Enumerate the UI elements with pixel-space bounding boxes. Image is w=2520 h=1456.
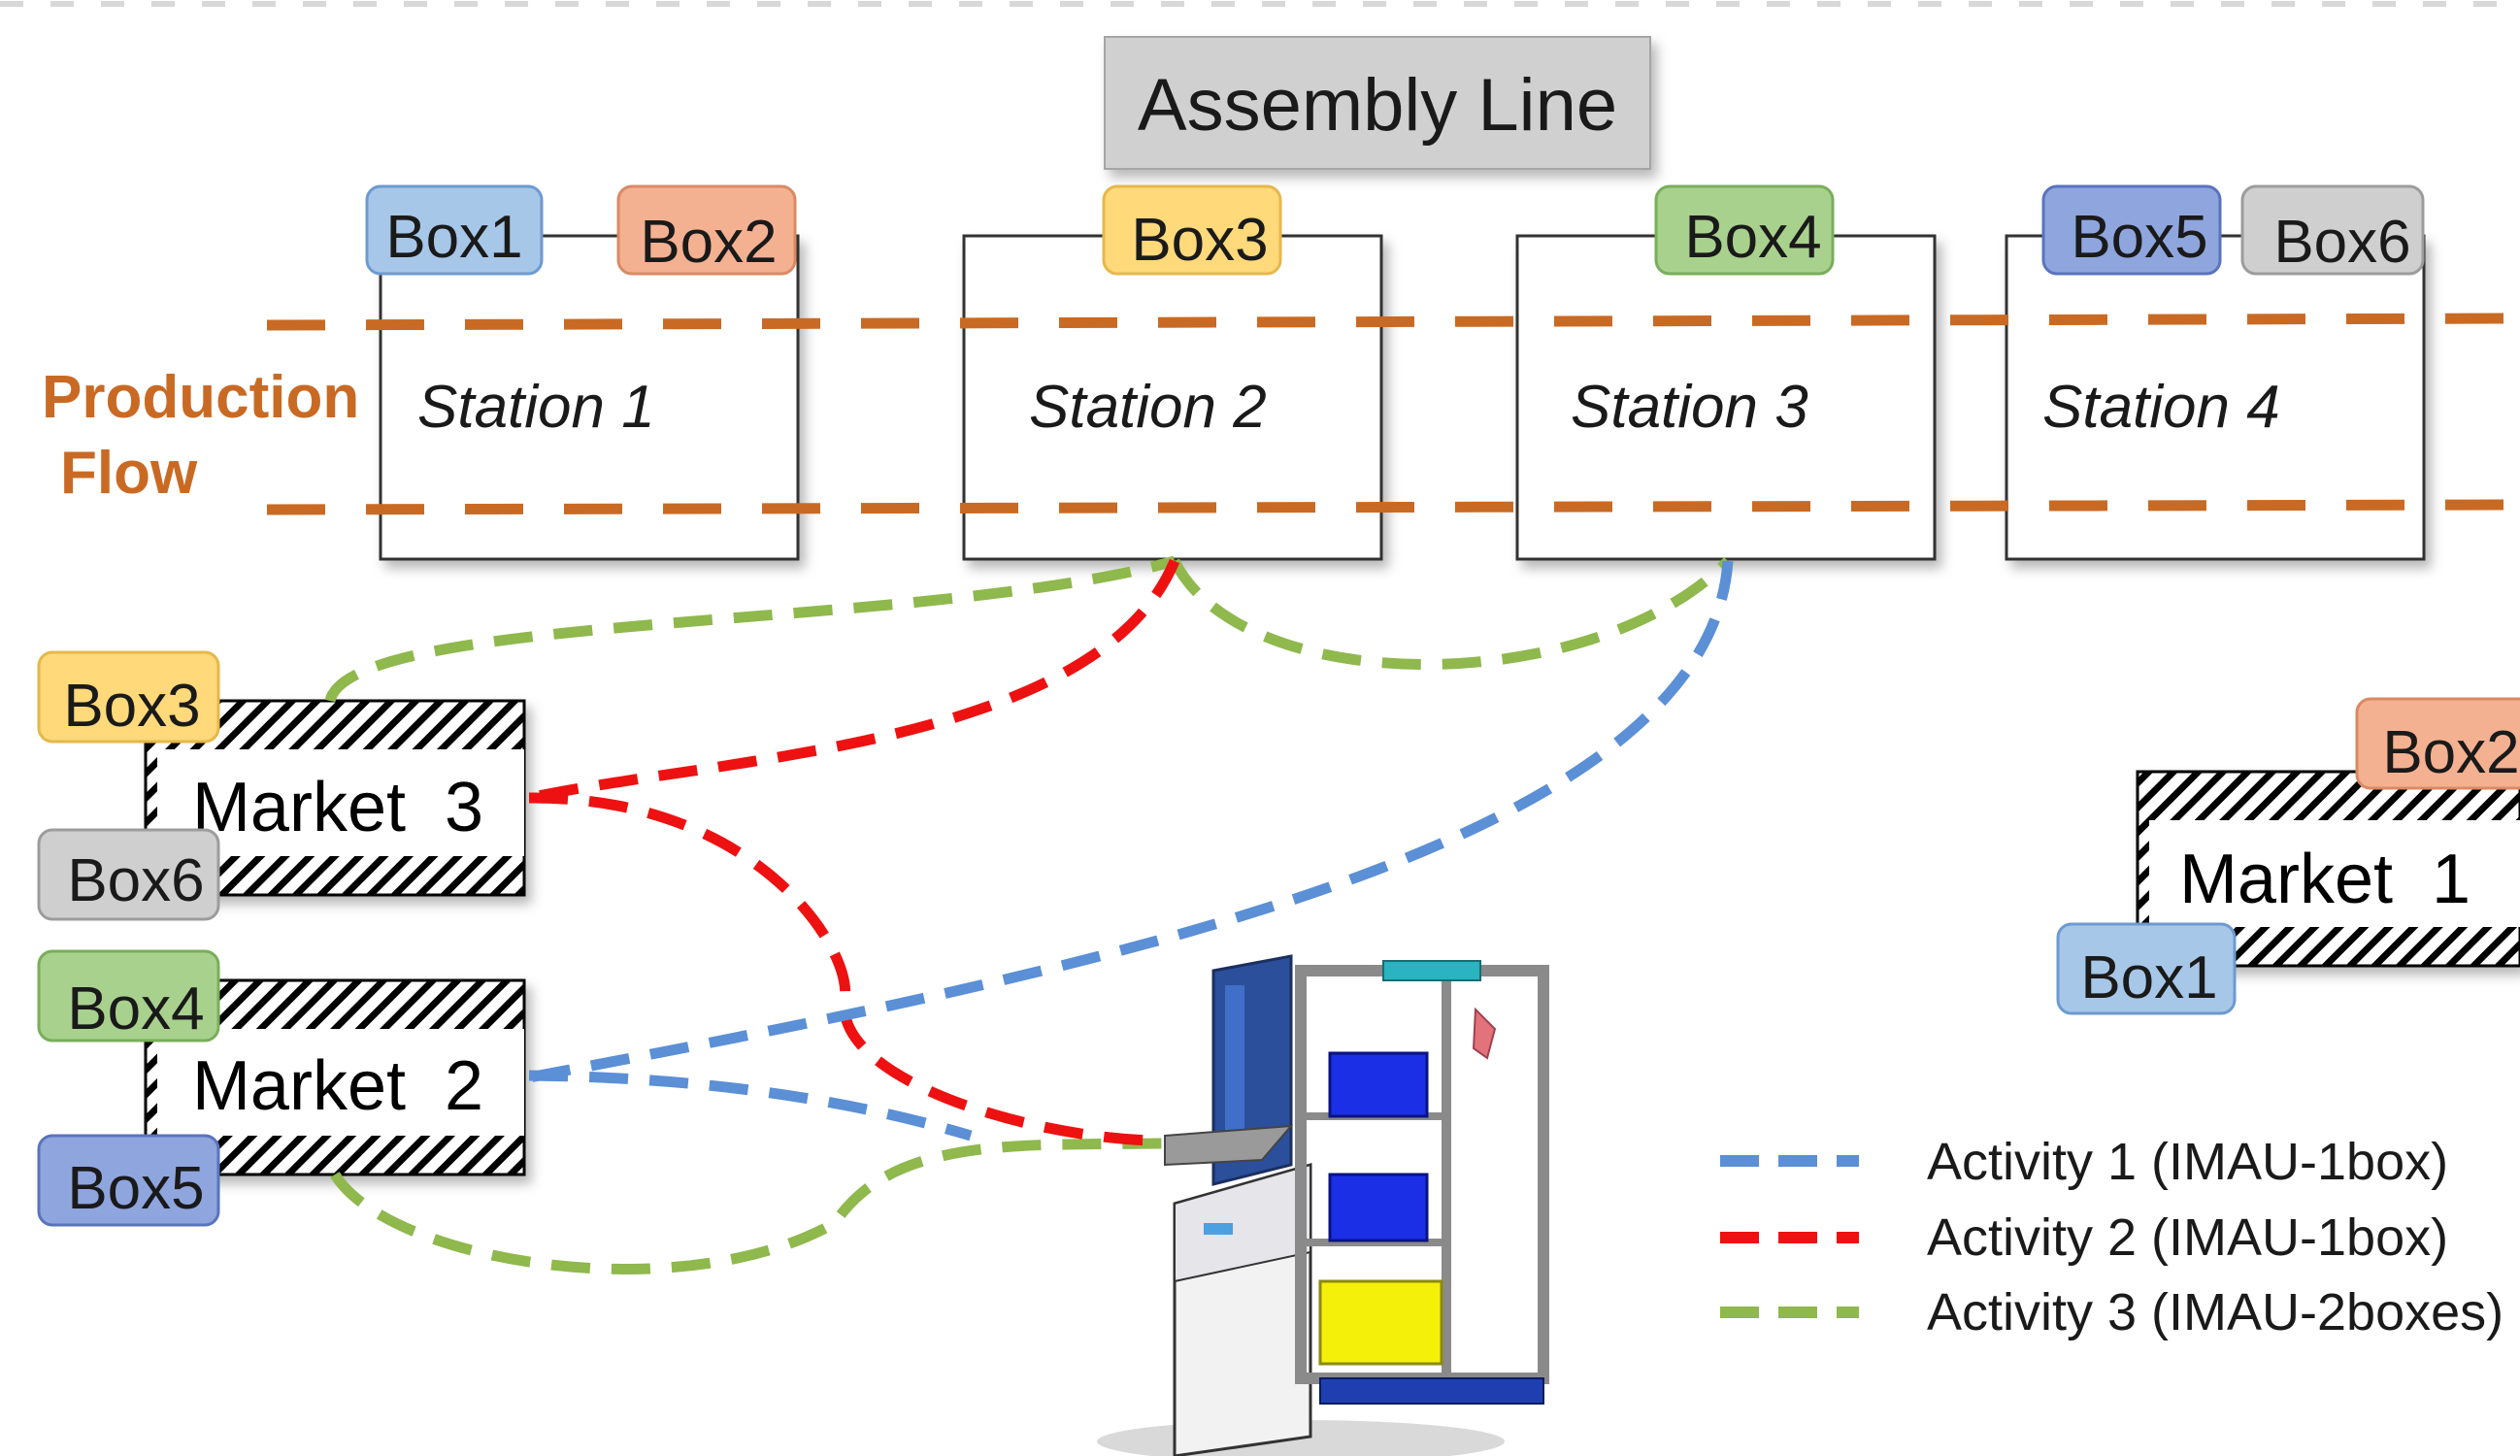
svg-text:Box3: Box3 — [1131, 207, 1268, 274]
market-label: Market 2 — [192, 1047, 483, 1125]
box-tag-box2: Box2 — [2355, 697, 2520, 790]
activity-1-path — [527, 560, 1734, 1083]
legend-item-activity-2: Activity 2 (IMAU-1box) — [1720, 1208, 2448, 1267]
box-tag-box3: Box3 — [37, 650, 220, 744]
title-box: Assembly Line — [1104, 36, 1651, 170]
svg-text:Box5: Box5 — [67, 1155, 204, 1222]
box-tag-box5: Box5 — [2041, 184, 2222, 276]
activity-3-path — [330, 1138, 1166, 1274]
market-label: Market 3 — [192, 769, 483, 846]
activity-1-path — [528, 1070, 973, 1142]
svg-text:Activity 1 (IMAU-1box): Activity 1 (IMAU-1box) — [1927, 1133, 2448, 1191]
box-tag-box1: Box1 — [2056, 922, 2237, 1015]
box-tag-box4: Box4 — [37, 949, 220, 1042]
legend: Activity 1 (IMAU-1box) Activity 2 (IMAU-… — [1720, 1133, 2503, 1341]
svg-text:Box3: Box3 — [63, 673, 200, 740]
svg-text:Box1: Box1 — [385, 204, 522, 271]
box-tag-box4: Box4 — [1654, 184, 1835, 276]
svg-text:Activity 3 (IMAU-2boxes): Activity 3 (IMAU-2boxes) — [1927, 1283, 2503, 1341]
activity-3-path — [324, 555, 1177, 703]
svg-text:Box1: Box1 — [2080, 944, 2217, 1011]
activity-3-path — [1170, 557, 1732, 670]
box-tag-box6: Box6 — [37, 828, 220, 921]
activity-2-path — [527, 558, 1180, 804]
page-title: Assembly Line — [1138, 64, 1617, 147]
svg-text:Box6: Box6 — [2273, 209, 2410, 276]
mobile-manipulator-robot-icon — [1097, 954, 1549, 1456]
box-tag-box3: Box3 — [1102, 184, 1282, 276]
svg-text:Box4: Box4 — [1684, 204, 1821, 271]
svg-text:Box2: Box2 — [640, 209, 777, 276]
svg-text:Box2: Box2 — [2382, 719, 2519, 786]
station-label: Station 3 — [1571, 374, 1808, 441]
station-label: Station 4 — [2042, 374, 2280, 441]
svg-text:Box5: Box5 — [2071, 204, 2207, 271]
svg-text:Box4: Box4 — [67, 976, 204, 1042]
production-flow-lines — [266, 313, 2520, 515]
box-tag-box1: Box1 — [365, 184, 544, 276]
box-tag-box5: Box5 — [37, 1134, 220, 1227]
svg-text:Activity 2 (IMAU-1box): Activity 2 (IMAU-1box) — [1927, 1208, 2448, 1267]
market-label: Market 1 — [2179, 841, 2470, 918]
legend-item-activity-3: Activity 3 (IMAU-2boxes) — [1720, 1283, 2503, 1341]
box-tag-box2: Box2 — [616, 184, 797, 276]
production-flow-label: Flow — [60, 440, 198, 507]
box-tag-box6: Box6 — [2240, 184, 2425, 276]
station-label: Station 1 — [417, 374, 655, 441]
activity-paths — [324, 555, 1734, 1274]
svg-text:Box6: Box6 — [67, 847, 204, 914]
activity-2-path — [528, 792, 1151, 1146]
production-flow-label: Production — [42, 364, 359, 431]
market-1: Market 1 — [2136, 770, 2520, 968]
station-label: Station 2 — [1029, 374, 1267, 441]
legend-item-activity-1: Activity 1 (IMAU-1box) — [1720, 1133, 2448, 1191]
